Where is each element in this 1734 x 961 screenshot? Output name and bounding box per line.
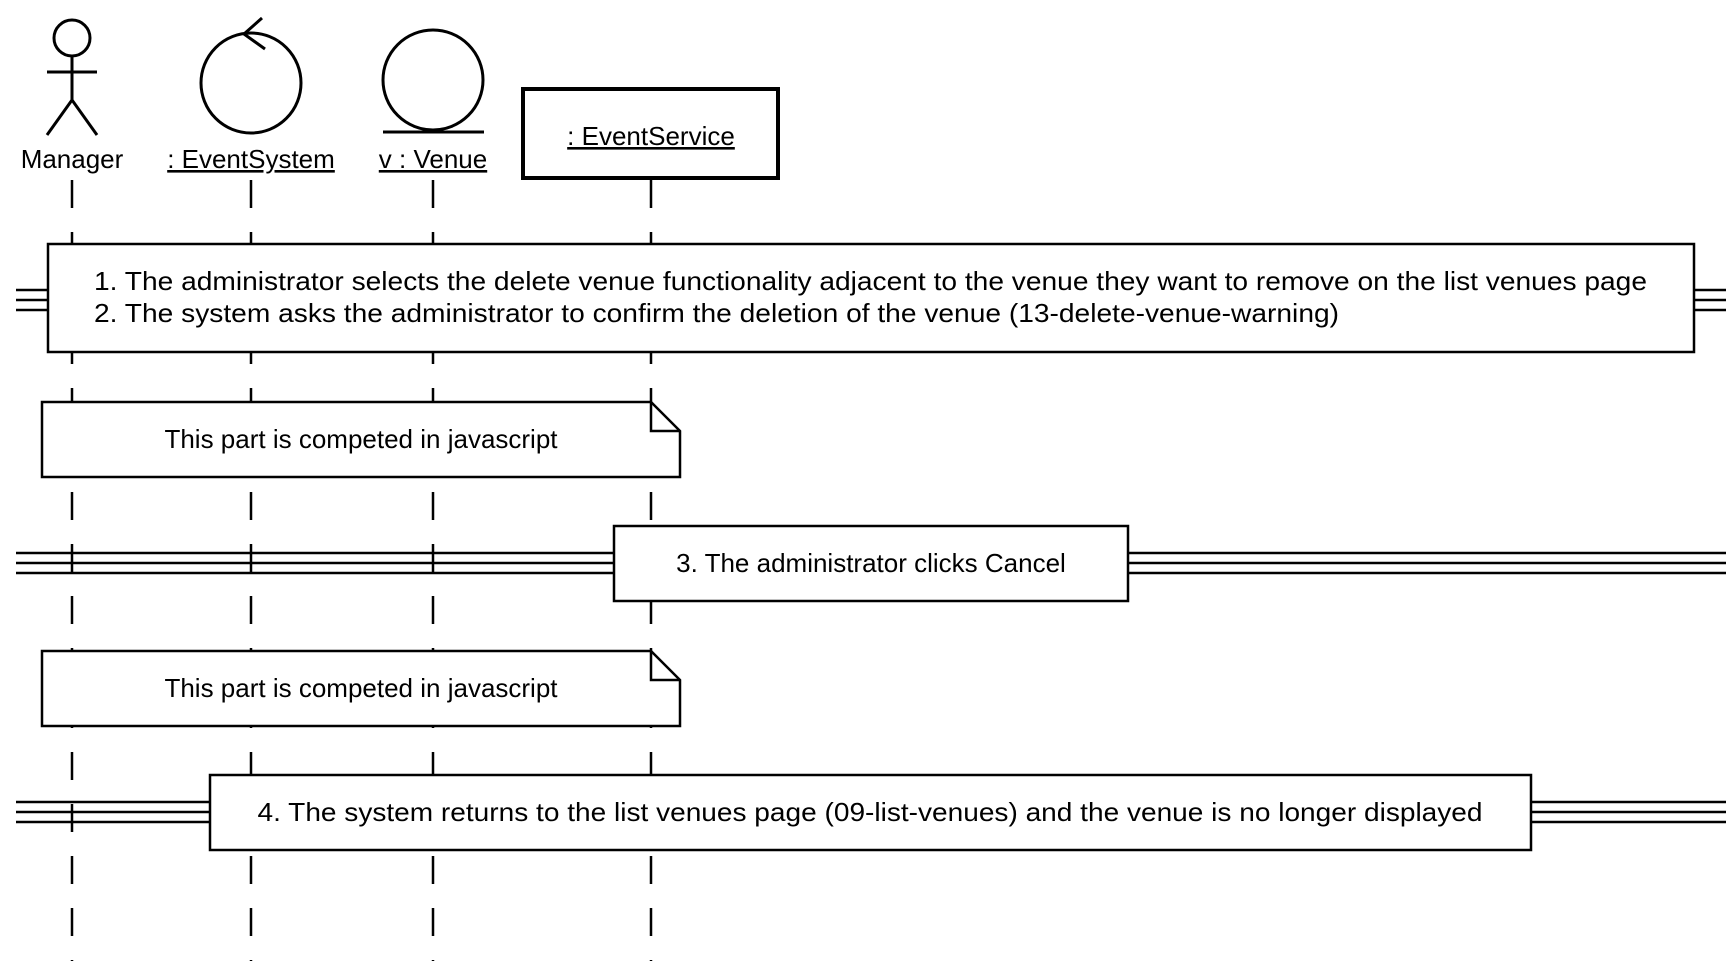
frame-rule-left [16,800,210,824]
step-text-4: 4. The system returns to the list venues… [258,797,1483,827]
note-box [40,400,682,479]
step-group-1-2: 1. The administrator selects the delete … [16,242,1726,354]
frame-rule-left [16,551,614,575]
frame-rule-right [1128,551,1726,575]
participant-venue: v : Venue [379,28,487,174]
participant-event-service: : EventService [521,87,780,180]
frame-rule-left [16,288,48,312]
participant-label-event-service: : EventService [567,121,735,151]
note-text-1: This part is competed in javascript [164,424,558,454]
step-box-4 [208,773,1533,852]
note-fold [649,402,680,433]
note-text-2: This part is competed in javascript [164,673,558,703]
participant-event-system: : EventSystem [167,16,335,174]
step-box-3 [612,524,1130,603]
step-text-3: 3. The administrator clicks Cancel [676,548,1066,578]
step-group-3: 3. The administrator clicks Cancel [16,524,1726,603]
note-1: This part is competed in javascript [40,400,682,479]
frame-rule-right [1531,800,1726,824]
participant-label-manager: Manager [21,144,124,174]
note-2: This part is competed in javascript [40,649,682,728]
entity-icon [381,28,485,134]
step-box-1-2 [46,242,1696,354]
actor-icon [45,18,99,136]
note-fold [649,651,680,682]
object-box [521,87,780,180]
frame-rule-right [1694,288,1726,312]
step-text-1: 1. The administrator selects the delete … [94,266,1647,296]
step-group-4: 4. The system returns to the list venues… [16,773,1726,852]
participant-label-event-system: : EventSystem [167,144,335,174]
step-text-2: 2. The system asks the administrator to … [94,298,1339,328]
control-icon [199,16,303,135]
participant-manager: Manager [21,18,124,174]
note-box [40,649,682,728]
participant-label-venue: v : Venue [379,144,487,174]
